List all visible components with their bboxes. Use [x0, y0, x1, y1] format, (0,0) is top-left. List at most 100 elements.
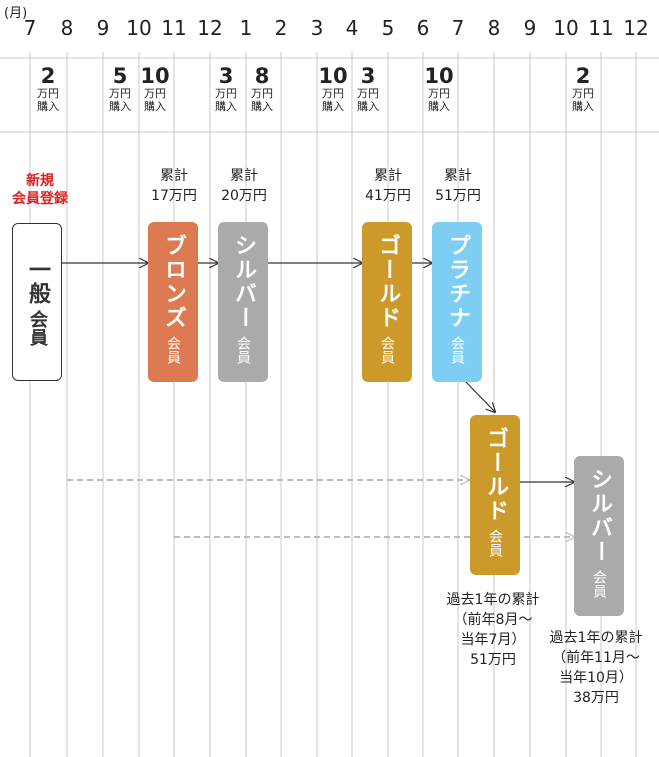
note-line: 38万円 — [573, 690, 619, 706]
tier-name: ゴールド — [483, 427, 508, 523]
annual-total-note: 過去1年の累計 （前年8月～ 当年7月） 51万円 — [430, 590, 556, 670]
arrow-platinum-to-gold — [465, 381, 495, 412]
month-label: 6 — [416, 16, 430, 40]
cumulative-value: 41万円 — [365, 188, 411, 204]
tier-name: ゴールド — [375, 234, 400, 330]
cumulative-label: 累計 17万円 — [134, 166, 214, 206]
purchase-unit: 万円 — [109, 87, 131, 100]
purchase-unit: 購入 — [357, 100, 379, 113]
cumulative-caption: 累計 — [160, 168, 188, 184]
tier-suffix: 会員 — [449, 336, 465, 364]
note-line: 当年10月） — [559, 670, 633, 686]
purchase-value: 5 — [112, 64, 128, 88]
purchase-amount: 10 万円 購入 — [419, 64, 459, 114]
tier-suffix: 会員 — [487, 529, 503, 557]
tier-name: シルバー — [587, 468, 612, 564]
purchase-unit: 万円 — [322, 87, 344, 100]
purchase-value: 8 — [254, 64, 270, 88]
month-label: 1 — [239, 16, 253, 40]
cumulative-label: 累計 51万円 — [418, 166, 498, 206]
tier-box-bronze: ブロンズ 会員 — [148, 222, 198, 382]
purchase-unit: 購入 — [215, 100, 237, 113]
month-label: 4 — [345, 16, 359, 40]
tier-suffix: 会員 — [165, 336, 181, 364]
note-line: 51万円 — [470, 652, 516, 668]
annual-total-note: 過去1年の累計 （前年11月～ 当年10月） 38万円 — [533, 628, 659, 708]
tier-name: プラチナ — [445, 234, 470, 330]
cumulative-value: 20万円 — [221, 188, 267, 204]
tier-name: ブロンズ — [161, 234, 186, 330]
purchase-unit: 万円 — [572, 87, 594, 100]
month-label: 2 — [274, 16, 288, 40]
month-label: 10 — [553, 16, 579, 40]
purchase-value: 10 — [140, 64, 170, 88]
tier-box-general: 一般 会員 — [12, 223, 62, 381]
purchase-value: 10 — [318, 64, 348, 88]
purchase-amount: 3 万円 購入 — [206, 64, 246, 114]
purchase-amount: 5 万円 購入 — [100, 64, 140, 114]
tier-box-gold: ゴールド 会員 — [362, 222, 412, 382]
purchase-unit: 万円 — [428, 87, 450, 100]
new-registration-label: 新規 会員登録 — [0, 172, 80, 208]
purchase-amount: 2 万円 購入 — [28, 64, 68, 114]
purchase-amount: 2 万円 購入 — [563, 64, 603, 114]
purchase-unit: 購入 — [37, 100, 59, 113]
purchase-unit: 購入 — [322, 100, 344, 113]
note-line: （前年8月～ — [453, 612, 533, 628]
month-label: 11 — [161, 16, 187, 40]
cumulative-caption: 累計 — [444, 168, 472, 184]
tier-box-platinum: プラチナ 会員 — [432, 222, 482, 382]
month-label: 12 — [197, 16, 223, 40]
note-line: 過去1年の累計 — [446, 592, 540, 608]
new-registration-line: 会員登録 — [12, 191, 68, 207]
cumulative-value: 17万円 — [151, 188, 197, 204]
purchase-unit: 購入 — [144, 100, 166, 113]
month-label: 7 — [451, 16, 465, 40]
tier-box-silver: シルバー 会員 — [574, 456, 624, 616]
purchase-unit: 購入 — [428, 100, 450, 113]
tier-suffix: 会員 — [379, 336, 395, 364]
month-label: 3 — [310, 16, 324, 40]
new-registration-line: 新規 — [26, 173, 54, 189]
tier-name: 一般 — [25, 258, 50, 306]
purchase-unit: 万円 — [251, 87, 273, 100]
purchase-amount: 10 万円 購入 — [313, 64, 353, 114]
purchase-unit: 万円 — [215, 87, 237, 100]
cumulative-caption: 累計 — [230, 168, 258, 184]
month-label: 8 — [487, 16, 501, 40]
purchase-value: 10 — [424, 64, 454, 88]
month-label: 9 — [523, 16, 537, 40]
month-label: 8 — [60, 16, 74, 40]
month-label: 9 — [96, 16, 110, 40]
month-label: 11 — [588, 16, 614, 40]
tier-name: シルバー — [231, 234, 256, 330]
cumulative-caption: 累計 — [374, 168, 402, 184]
cumulative-value: 51万円 — [435, 188, 481, 204]
tier-suffix: 会員 — [235, 336, 251, 364]
purchase-value: 3 — [218, 64, 234, 88]
purchase-unit: 万円 — [357, 87, 379, 100]
cumulative-label: 累計 41万円 — [348, 166, 428, 206]
note-line: （前年11月～ — [552, 650, 640, 666]
month-label: 7 — [23, 16, 37, 40]
purchase-amount: 3 万円 購入 — [348, 64, 388, 114]
month-label: 12 — [623, 16, 649, 40]
note-line: 過去1年の累計 — [549, 630, 643, 646]
purchase-value: 3 — [360, 64, 376, 88]
purchase-value: 2 — [40, 64, 56, 88]
purchase-unit: 購入 — [572, 100, 594, 113]
purchase-value: 2 — [575, 64, 591, 88]
purchase-amount: 10 万円 購入 — [135, 64, 175, 114]
cumulative-label: 累計 20万円 — [204, 166, 284, 206]
purchase-unit: 万円 — [144, 87, 166, 100]
month-unit-label: (月) — [4, 6, 28, 21]
month-label: 10 — [126, 16, 152, 40]
tier-suffix: 会員 — [591, 570, 607, 598]
tier-box-gold: ゴールド 会員 — [470, 415, 520, 575]
tier-suffix: 会員 — [27, 310, 48, 346]
purchase-amount: 8 万円 購入 — [242, 64, 282, 114]
month-label: 5 — [381, 16, 395, 40]
purchase-unit: 購入 — [109, 100, 131, 113]
purchase-unit: 購入 — [251, 100, 273, 113]
